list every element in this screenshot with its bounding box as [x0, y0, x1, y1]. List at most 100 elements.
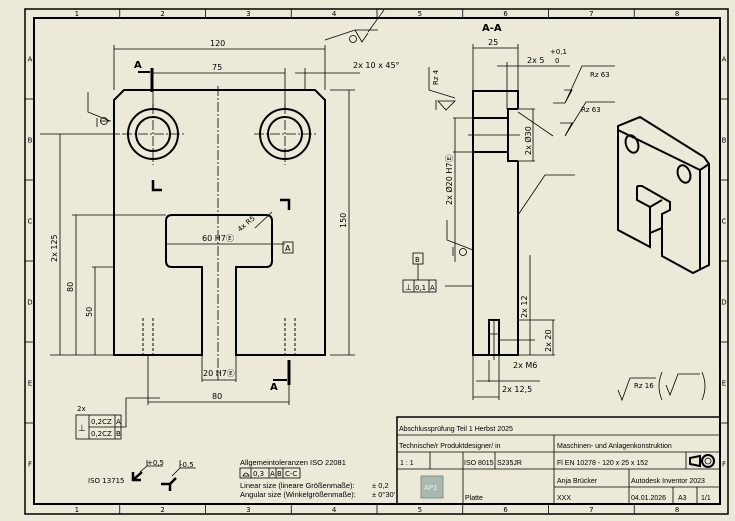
dim-120: 120: [210, 39, 225, 48]
dim-slot-width: 60 H7Ⓔ: [202, 234, 234, 243]
surface-roughness-value: Rz 16: [634, 382, 654, 390]
dim-slot-radius: 4x R5: [236, 214, 257, 233]
tolerance-value: 0,2CZ: [91, 418, 112, 426]
grid-row-label: D: [27, 299, 32, 307]
grid-col-label: 6: [503, 10, 508, 18]
general-tolerance-datum: A: [270, 470, 275, 478]
tolerance-frame-section: B ⊥ 0,1 A: [402, 252, 437, 293]
front-view: A A A 120 75 2x 10 x 45° 60 H7Ⓔ 4x R5 20…: [40, 9, 400, 440]
edge-standard: ISO 13715: [88, 477, 125, 485]
general-tolerance-value: 0,3: [253, 470, 264, 478]
grid-col-label: 7: [589, 10, 593, 18]
tolerance-value: 0,2CZ: [91, 430, 112, 438]
format: A3: [678, 495, 687, 502]
dim-thread: 2x M6: [513, 361, 537, 370]
perpendicularity-icon: ⊥: [405, 283, 412, 292]
examinee: XXX: [557, 495, 571, 502]
tolerance-std: ISO 8015: [464, 460, 494, 467]
section-title: A-A: [482, 23, 502, 34]
grid-col-label: 4: [332, 506, 337, 514]
dim-chamfer: 2x 10 x 45°: [353, 61, 400, 70]
exam-logo: AP1: [420, 475, 444, 499]
grid-row-label: F: [722, 461, 726, 469]
dim-50: 50: [85, 307, 94, 317]
general-tolerance-datum: B: [277, 470, 282, 478]
angular-size-label: Angular size (Winkelgrößenmaße):: [240, 490, 356, 499]
dim-80: 80: [66, 282, 75, 292]
surface-roughness-note: Rz 16: [617, 371, 706, 402]
general-tolerance-datum: C-C: [285, 470, 297, 478]
exam-title: Abschlussprüfung Teil 1 Herbst 2025: [399, 426, 513, 433]
dim-75: 75: [212, 63, 222, 72]
grid-row-label: D: [721, 299, 726, 307]
datum-a-label: A: [285, 244, 291, 253]
general-tolerances-title: Allgemeintoleranzen ISO 22081: [240, 458, 346, 467]
dim-thickness: 25: [488, 38, 498, 47]
dim-stem-width: 20 H7Ⓔ: [203, 369, 235, 378]
grid-col-label: 3: [246, 506, 250, 514]
projection-symbol-icon: [689, 454, 715, 468]
dim-cb-depth: 2x 5: [527, 56, 544, 65]
grid-col-label: 8: [675, 10, 679, 18]
grid-col-label: 8: [675, 506, 679, 514]
sheet: 1/1: [701, 495, 711, 502]
scale: 1 : 1: [400, 460, 414, 467]
grid-row-label: C: [722, 218, 727, 226]
tolerance-count: 2x: [77, 405, 86, 413]
dim-hole-dia: 2x Ø20 H7Ⓔ: [444, 155, 454, 206]
dim-2x125: 2x 125: [50, 234, 59, 262]
perpendicularity-icon: ⊥: [78, 424, 86, 434]
dim-thread-depth: 2x 12: [520, 295, 529, 318]
angular-size-value: ± 0°30': [372, 490, 396, 499]
isometric-view: [617, 115, 710, 275]
grid-col-label: 3: [246, 10, 250, 18]
tolerance-datum: B: [116, 430, 121, 438]
dim-drill-depth: 2x 20: [544, 329, 553, 352]
date: 04.01.2026: [631, 495, 666, 502]
department: Maschinen- und Anlagenkonstruktion: [557, 443, 672, 450]
grid-col-label: 4: [332, 10, 337, 18]
grid-row-label: A: [28, 56, 33, 64]
tol-upper: +0,1: [550, 48, 567, 56]
grid-col-label: 2: [160, 10, 164, 18]
author: Anja Brücker: [557, 478, 598, 485]
dim-thread-pos: 2x 12,5: [502, 385, 532, 394]
grid-row-label: A: [722, 56, 727, 64]
material: S235JR: [497, 460, 522, 467]
tolerance-datum: A: [430, 284, 435, 292]
title-block: Abschlussprüfung Teil 1 Herbst 2025 Tech…: [396, 416, 721, 505]
grid-row-label: C: [28, 218, 33, 226]
roughness-rz63-1: Rz 63: [590, 71, 610, 79]
grid-col-label: 7: [589, 506, 593, 514]
grid-col-label: 1: [75, 10, 79, 18]
edge-condition-note: ISO 13715 +0,5 -0,5: [88, 459, 196, 491]
roughness-rz63-2: Rz 63: [581, 106, 601, 114]
profession: Technische/r Produktdesigner/ in: [399, 443, 501, 450]
edge-lower: -0,5: [180, 461, 194, 469]
section-marker-top: A: [134, 60, 142, 71]
semi-finished: Fl EN 10278 - 120 x 25 x 152: [557, 460, 648, 467]
grid-col-label: 1: [75, 506, 79, 514]
cad-system: Autodesk Inventor 2023: [631, 478, 705, 485]
grid-row-label: B: [722, 137, 727, 145]
linear-size-value: ± 0,2: [372, 481, 389, 490]
part-name: Platte: [465, 495, 483, 502]
grid-col-label: 5: [418, 506, 422, 514]
logo-text: AP1: [424, 484, 437, 492]
section-view: A-A 25 2x 5 +0,1 0 2x Ø30 2x Ø20 H7Ⓔ 2x …: [402, 23, 615, 400]
grid-col-label: 6: [503, 506, 508, 514]
edge-upper: +0,5: [147, 459, 164, 467]
tolerance-frame-front: 2x ⊥ 0,2CZ A 0,2CZ B: [75, 397, 160, 440]
general-tolerances: Allgemeintoleranzen ISO 22081 0,3 A B C-…: [239, 458, 396, 499]
datum-b-label: B: [415, 256, 420, 264]
section-marker-bottom: A: [270, 382, 278, 393]
grid-row-label: E: [722, 380, 726, 388]
grid-col-label: 2: [160, 506, 164, 514]
linear-size-label: Linear size (lineare Größenmaße):: [240, 481, 355, 490]
grid-col-label: 5: [418, 10, 422, 18]
roughness-rz4: Rz 4: [432, 69, 440, 85]
dim-cb-dia: 2x Ø30: [523, 126, 533, 155]
